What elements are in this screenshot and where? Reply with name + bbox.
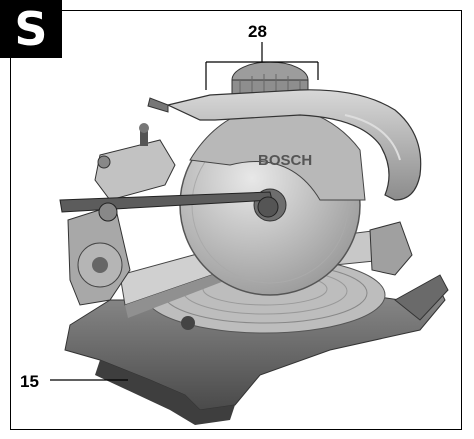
callout-label-15: 15 xyxy=(20,372,39,391)
callout-bracket-28 xyxy=(205,42,319,90)
saw-handle xyxy=(147,89,422,201)
brand-logo-text: BOSCH xyxy=(258,152,312,169)
figure-badge: S xyxy=(0,0,62,58)
slide-rail xyxy=(59,191,279,222)
callout-label-28: 28 xyxy=(248,22,267,41)
depth-stop-assembly xyxy=(94,123,176,201)
right-clamp xyxy=(369,221,413,276)
saw-left-support xyxy=(67,204,131,306)
